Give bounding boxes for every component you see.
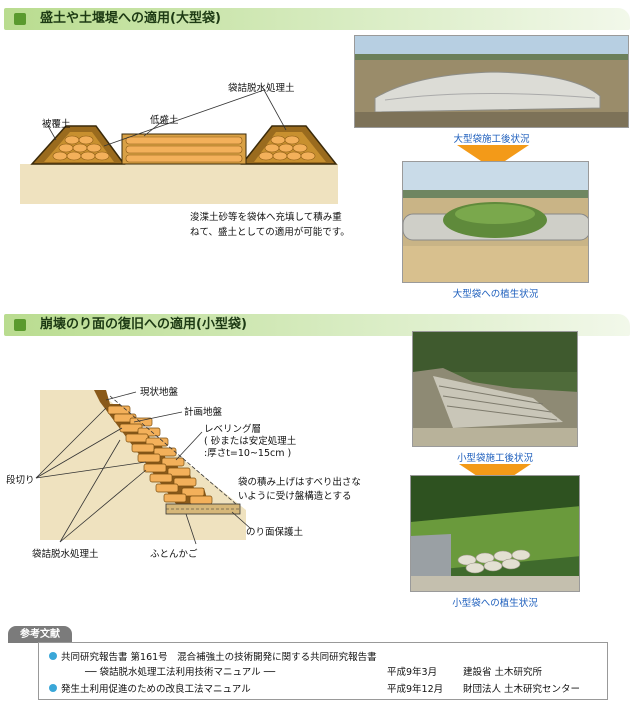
section-marker-icon (14, 319, 26, 331)
large-bag-embankment-diagram (20, 89, 338, 204)
label-futonkago: ふとんかご (150, 549, 198, 560)
ref1-title: 共同研究報告書 第161号 混合補強土の技術開発に関する共同研究報告書 (61, 652, 377, 663)
section-marker-icon (14, 13, 26, 25)
label-hifukudo: 被覆土 (42, 119, 71, 130)
note-line-2: ねて、盛土としての適用が可能です。 (190, 227, 350, 238)
stacking-line-2: いように受け盤構造とする (238, 491, 352, 502)
label-fukurozume-large: 袋詰脱水処理土 (228, 83, 295, 94)
section1-note: 浚渫土砂等を袋体へ充填して積み重 ねて、盛土としての適用が可能です。 (190, 210, 350, 240)
bullet-icon (49, 684, 57, 692)
reference-1: 共同研究報告書 第161号 混合補強土の技術開発に関する共同研究報告書 (49, 649, 377, 663)
references-box: 共同研究報告書 第161号 混合補強土の技術開発に関する共同研究報告書 ── 袋… (38, 642, 608, 700)
ref1-date: 平成9年3月 (387, 667, 438, 678)
section1-title: 盛土や土堰堤への適用(大型袋) (40, 11, 221, 26)
caption-large-bag-construction: 大型袋施工後状況 (453, 134, 530, 145)
caption-small-bag-vegetation: 小型袋への植生状況 (452, 598, 538, 609)
ref2-date: 平成9年12月 (387, 684, 444, 695)
ground-base (20, 164, 338, 204)
note-line-1: 浚渫土砂等を袋体へ充填して積み重 (190, 212, 342, 223)
label-fukurozume-small: 袋詰脱水処理土 (32, 549, 99, 560)
caption-large-bag-vegetation: 大型袋への植生状況 (452, 289, 539, 300)
photo-small-bag-construction (412, 331, 578, 447)
ref1-org: 建設省 土木研究所 (463, 667, 543, 678)
label-dangiri: 段切り (6, 475, 35, 486)
leveling-line-2: ( 砂または安定処理土 (204, 436, 297, 447)
stacking-line-1: 袋の積み上げはすべり出さな (238, 477, 361, 488)
small-bag-slope-diagram (35, 390, 251, 545)
caption-small-bag-construction: 小型袋施工後状況 (456, 453, 533, 464)
photo-large-bag-construction (354, 35, 629, 128)
label-norimen: のり面保護土 (246, 527, 304, 538)
leveling-line-3: :厚さt=10~15cm ) (204, 448, 292, 459)
ref1-subtitle: ── 袋詰脱水処理工法利用技術マニュアル ── (85, 667, 276, 678)
ref2-org: 財団法人 土木研究センター (463, 684, 581, 695)
label-leveling: レベリング層 ( 砂または安定処理土 :厚さt=10~15cm ) (204, 424, 296, 460)
photo-large-bag-vegetation (402, 161, 589, 283)
photo-small-bag-vegetation (410, 475, 580, 592)
bullet-icon (49, 652, 57, 660)
ref2-title: 発生土利用促進のための改良工法マニュアル (61, 684, 251, 695)
label-genjo: 現状地盤 (140, 387, 179, 398)
references-tab: 参考文献 (8, 626, 72, 643)
leveling-line-1: レベリング層 (204, 424, 262, 435)
label-stacking: 袋の積み上げはすべり出さな いように受け盤構造とする (238, 476, 361, 504)
section1-header: 盛土や土堰堤への適用(大型袋) (4, 8, 630, 30)
reference-2: 発生土利用促進のための改良工法マニュアル (49, 681, 251, 695)
label-keikaku: 計画地盤 (184, 407, 223, 418)
label-teimorido: 低盛土 (150, 115, 179, 126)
section2-header: 崩壊のり面の復旧への適用(小型袋) (4, 314, 630, 336)
section2-title: 崩壊のり面の復旧への適用(小型袋) (40, 317, 247, 332)
